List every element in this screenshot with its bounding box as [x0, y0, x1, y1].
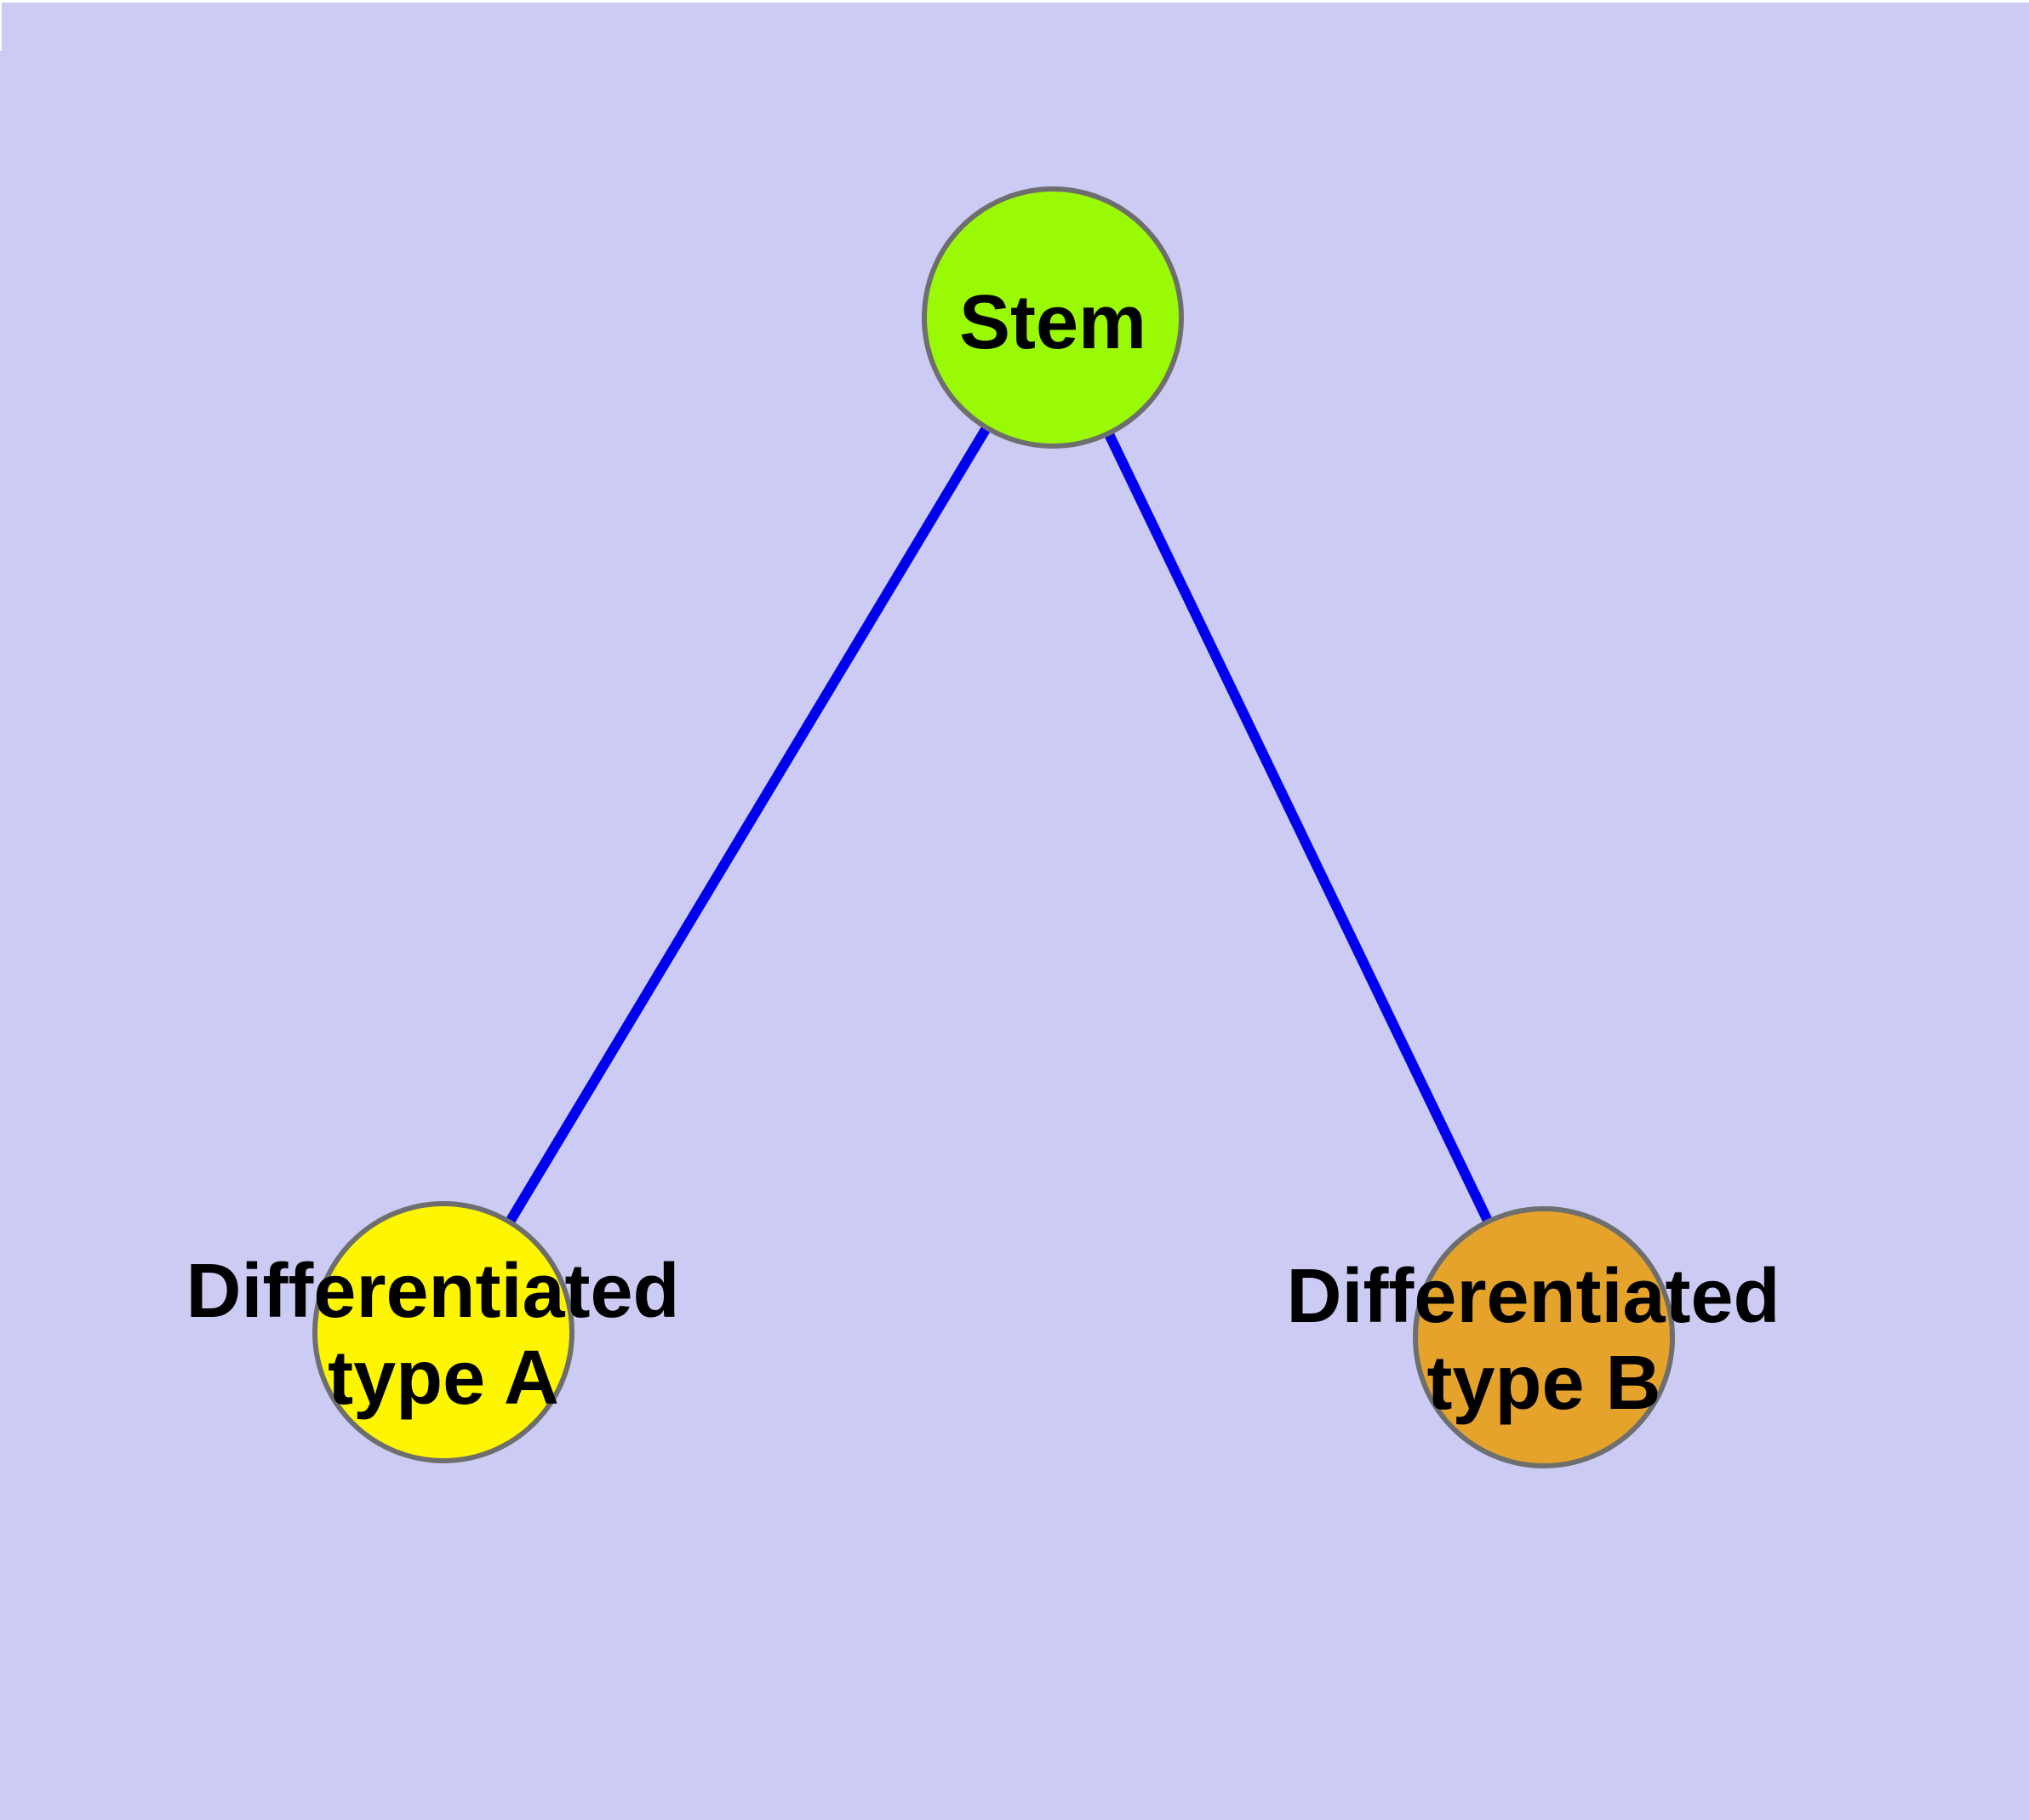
- node-differentiated-type-a-circle: [312, 1201, 574, 1463]
- node-stem-label-line-1: Stem: [959, 280, 1146, 365]
- edge-stem-to-type-a: [438, 314, 1058, 1336]
- node-type-b-label-line-1: Differentiated: [1286, 1254, 1780, 1339]
- node-type-b-label-line-2: type B: [1426, 1341, 1660, 1426]
- node-differentiated-type-b-circle: [1413, 1206, 1675, 1468]
- node-differentiated-type-a-label: Differentiated type A: [186, 1249, 700, 1421]
- node-type-a-label-line-1: Differentiated: [186, 1249, 679, 1334]
- node-differentiated-type-b-label: Differentiated type B: [1286, 1254, 1801, 1426]
- node-type-a-label-line-2: type A: [328, 1336, 559, 1421]
- page-top-border: [0, 0, 2029, 3]
- page-left-border: [0, 0, 2, 51]
- edge-stem-to-type-b: [1048, 315, 1549, 1340]
- node-stem-label: Stem: [959, 280, 1146, 365]
- node-stem-circle: [922, 186, 1184, 449]
